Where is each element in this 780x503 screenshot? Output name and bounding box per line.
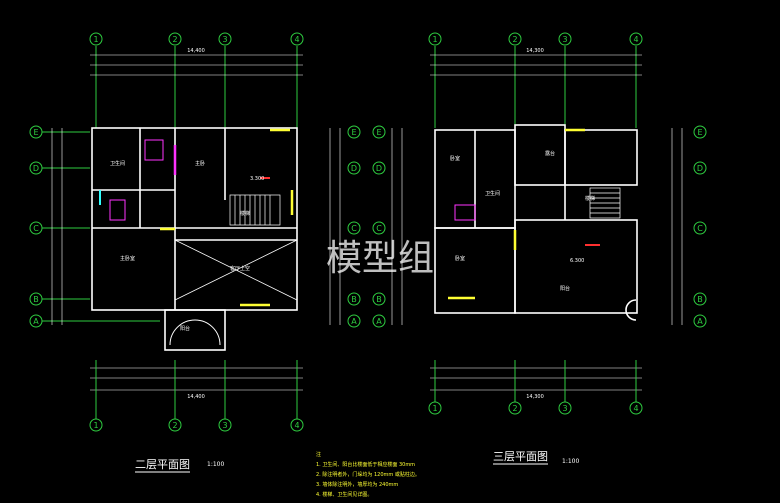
axis-label: 2 [172, 35, 177, 44]
axis-label: 4 [294, 421, 299, 430]
room-label: 楼梯 [585, 195, 595, 202]
axis-label: A [376, 317, 382, 326]
left-plan: 1 2 3 4 14,400 E D C B [29, 32, 361, 473]
axis-label: 1 [93, 421, 98, 430]
axis-label: D [33, 164, 39, 173]
axis-label: 2 [172, 421, 177, 430]
left-bottom-dimensions [90, 367, 303, 391]
axis-label: 4 [633, 404, 638, 413]
note-item: 3. 墙体除注明外，墙厚均为 240mm [316, 481, 398, 488]
axis-label: C [33, 224, 39, 233]
watermark: 模型组 [326, 238, 434, 279]
axis-label: C [697, 224, 703, 233]
right-stair [589, 187, 621, 219]
plan-title: 三层平面图 [493, 450, 548, 463]
room-label: 卧室 [450, 155, 460, 162]
notes-block: 注 1. 卫生间、阳台比楼面低于相应楼面 30mm 2. 除注明者外，门垛均为 … [316, 451, 420, 498]
axis-label: A [697, 317, 703, 326]
elevation-mark: 3.300 [250, 176, 264, 182]
overall-dimension: 14,300 [526, 394, 544, 400]
axis-label: D [376, 164, 382, 173]
room-label: 主卧室 [120, 255, 135, 262]
left-fixtures [99, 128, 294, 307]
left-stair [229, 194, 281, 226]
room-label: 阳台 [180, 325, 190, 332]
plan-scale: 1:100 [207, 461, 224, 468]
room-label: 露台 [545, 150, 555, 157]
axis-label: 4 [294, 35, 299, 44]
axis-label: E [376, 128, 381, 137]
axis-label: 2 [512, 35, 517, 44]
axis-label: 4 [633, 35, 638, 44]
axis-label: D [351, 164, 357, 173]
axis-label: C [376, 224, 382, 233]
room-label: 客厅上空 [230, 265, 250, 272]
room-label: 主卧 [195, 160, 205, 167]
axis-label: C [351, 224, 357, 233]
elevation-mark: 6.300 [570, 258, 584, 264]
left-side-axes [29, 125, 361, 328]
right-fixtures [448, 128, 600, 300]
right-walls [434, 124, 638, 321]
axis-label: 1 [432, 35, 437, 44]
axis-label: 1 [432, 404, 437, 413]
axis-label: 3 [222, 421, 227, 430]
axis-label: 3 [562, 404, 567, 413]
axis-label: E [33, 128, 38, 137]
room-label: 楼梯 [240, 210, 250, 217]
axis-label: 3 [562, 35, 567, 44]
plan-scale: 1:100 [562, 458, 579, 465]
axis-label: A [351, 317, 357, 326]
axis-label: E [697, 128, 702, 137]
axis-label: B [376, 295, 382, 304]
overall-dimension: 14,400 [187, 394, 205, 400]
right-plan: 1 2 3 4 14,300 E D C B A E D [372, 32, 707, 465]
axis-label: 3 [222, 35, 227, 44]
axis-label: B [33, 295, 39, 304]
left-top-axes [89, 32, 304, 128]
overall-dimension: 14,300 [526, 48, 544, 54]
room-label: 卫生间 [485, 190, 500, 197]
axis-label: 2 [512, 404, 517, 413]
axis-label: B [697, 295, 703, 304]
axis-label: 1 [93, 35, 98, 44]
plan-title: 二层平面图 [135, 458, 190, 471]
note-item: 1. 卫生间、阳台比楼面低于相应楼面 30mm [316, 461, 415, 468]
axis-label: D [697, 164, 703, 173]
notes-label: 注 [316, 451, 321, 458]
left-top-dimensions [90, 54, 303, 76]
overall-dimension: 14,400 [187, 48, 205, 54]
axis-label: A [33, 317, 39, 326]
room-label: 阳台 [560, 285, 570, 292]
note-item: 2. 除注明者外，门垛均为 120mm 或贴柱边。 [316, 471, 420, 478]
note-item: 4. 楼梯、卫生间见详图。 [316, 491, 372, 498]
left-bottom-axes [89, 360, 304, 432]
room-label: 卧室 [455, 255, 465, 262]
axis-label: B [351, 295, 357, 304]
axis-label: E [351, 128, 356, 137]
room-label: 卫生间 [110, 160, 125, 167]
